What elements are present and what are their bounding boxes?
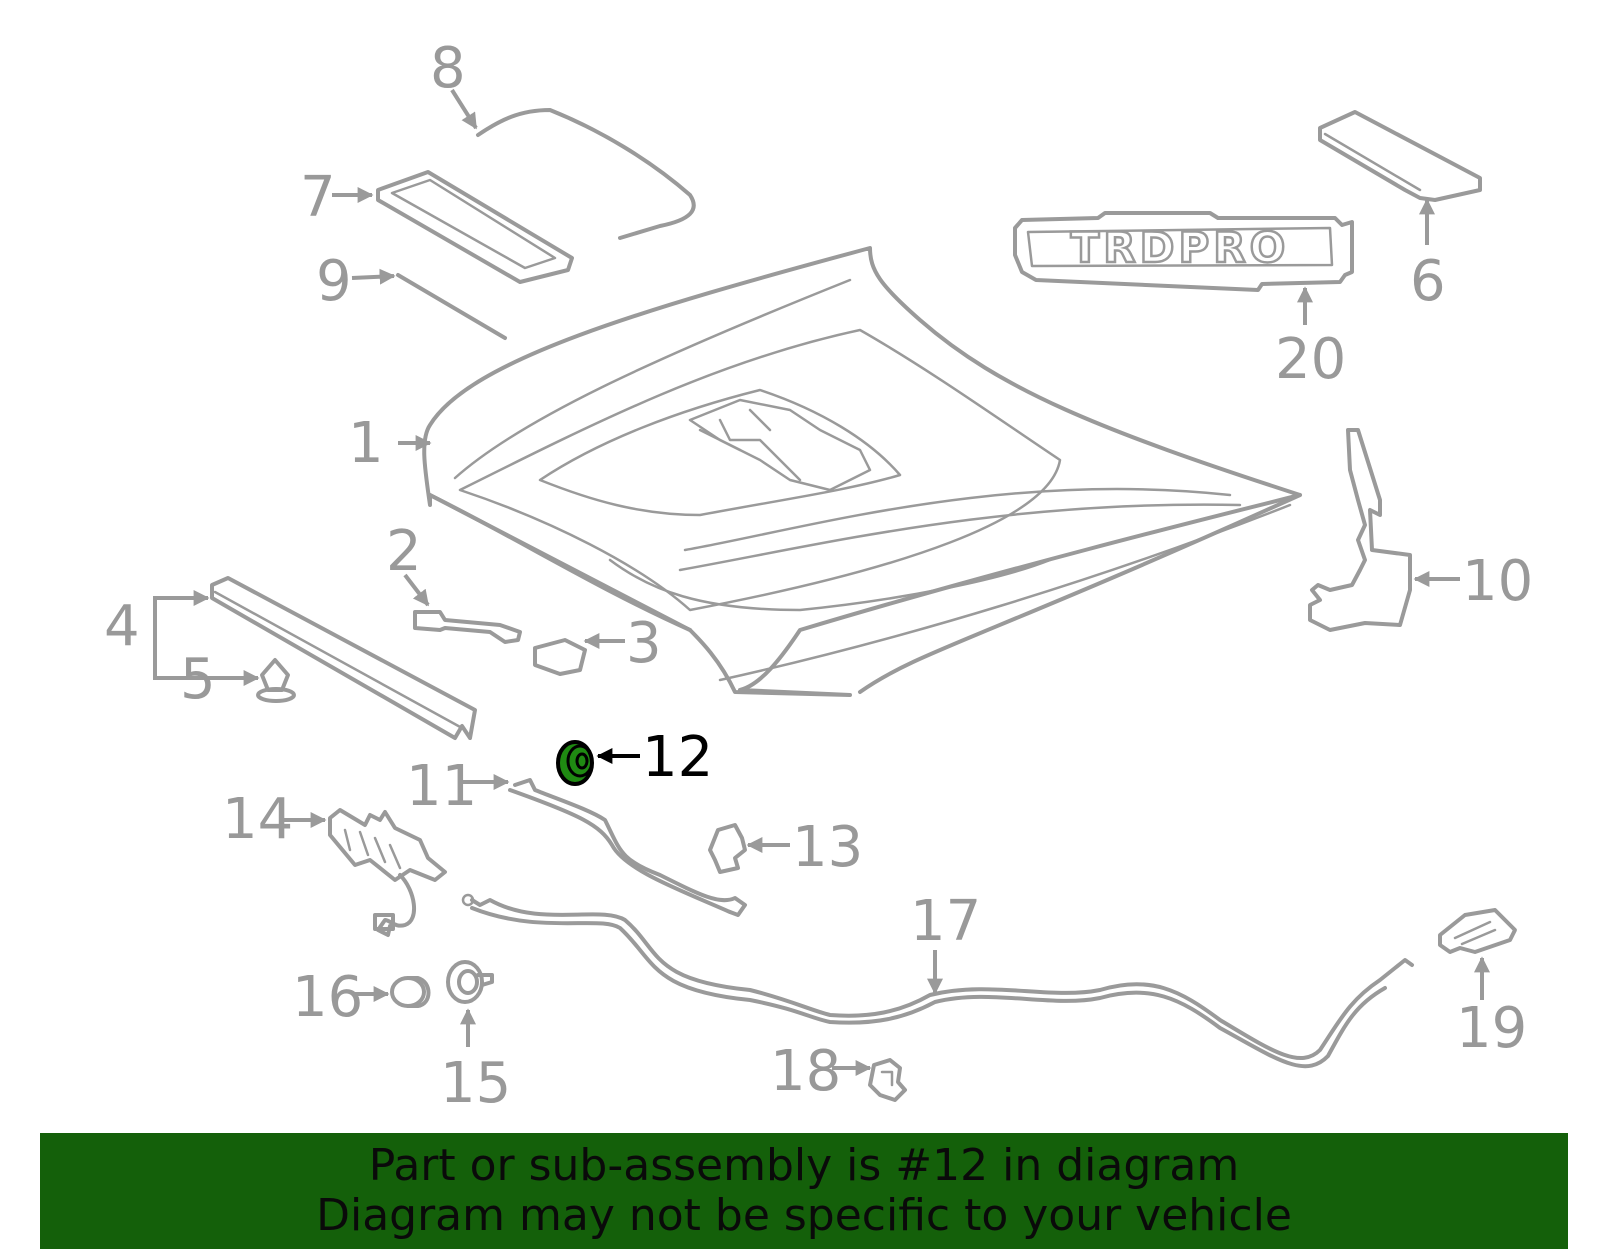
emblem-part: TRDPRO [1013, 211, 1354, 292]
callout-8: 8 [430, 36, 466, 101]
callout-9-arrow [351, 268, 396, 285]
banner-line-disclaimer: Diagram may not be specific to your vehi… [316, 1190, 1292, 1241]
callout-11: 11 [406, 754, 477, 819]
callout-2: 2 [386, 519, 422, 584]
scoop-insert-part [376, 170, 574, 284]
strip-part [396, 273, 507, 340]
callout-4-bracket [153, 590, 210, 668]
callout-13: 13 [792, 815, 863, 880]
lock-assembly-part [328, 808, 447, 937]
callout-14: 14 [222, 787, 293, 852]
callout-15: 15 [440, 1051, 511, 1116]
seal-strip-part [476, 108, 696, 240]
callout-20: 20 [1275, 327, 1346, 392]
callout-8-arrow [450, 88, 478, 130]
bumper-stop-part [446, 960, 494, 1004]
scoop-seal-part [1318, 110, 1482, 202]
pad-part [533, 638, 587, 676]
callout-12: 12 [642, 725, 713, 790]
grommet-part-highlighted [556, 740, 594, 786]
release-handle-part [1438, 908, 1517, 954]
callout-4: 4 [104, 594, 140, 659]
banner-line-part-number: Part or sub-assembly is #12 in diagram [368, 1140, 1240, 1191]
info-banner: Part or sub-assembly is #12 in diagram D… [40, 1133, 1568, 1249]
callout-6: 6 [1410, 249, 1446, 314]
callout-17: 17 [910, 889, 981, 954]
callout-2-arrow [403, 573, 430, 607]
long-cable-part [461, 893, 1414, 1069]
callout-3: 3 [626, 611, 662, 676]
callout-16: 16 [292, 965, 363, 1030]
clip-part [256, 658, 296, 703]
callout-10: 10 [1462, 549, 1533, 614]
callout-7: 7 [300, 165, 336, 230]
callout-1: 1 [348, 411, 384, 476]
release-cable-part [508, 778, 747, 917]
hinge-part [1308, 428, 1412, 632]
cable-clip-part [868, 1058, 907, 1102]
plug-part [390, 976, 431, 1008]
hood-part [422, 246, 1302, 697]
emblem-text: TRDPRO [1071, 223, 1290, 272]
callout-5-arrow [153, 668, 260, 686]
callout-5: 5 [180, 647, 216, 712]
hood-strut-part [413, 610, 522, 644]
callout-18: 18 [770, 1039, 841, 1104]
callout-9: 9 [316, 249, 352, 314]
callout-19: 19 [1456, 996, 1527, 1061]
retainer-clip-part [708, 823, 747, 874]
weatherstrip-part [210, 576, 477, 740]
